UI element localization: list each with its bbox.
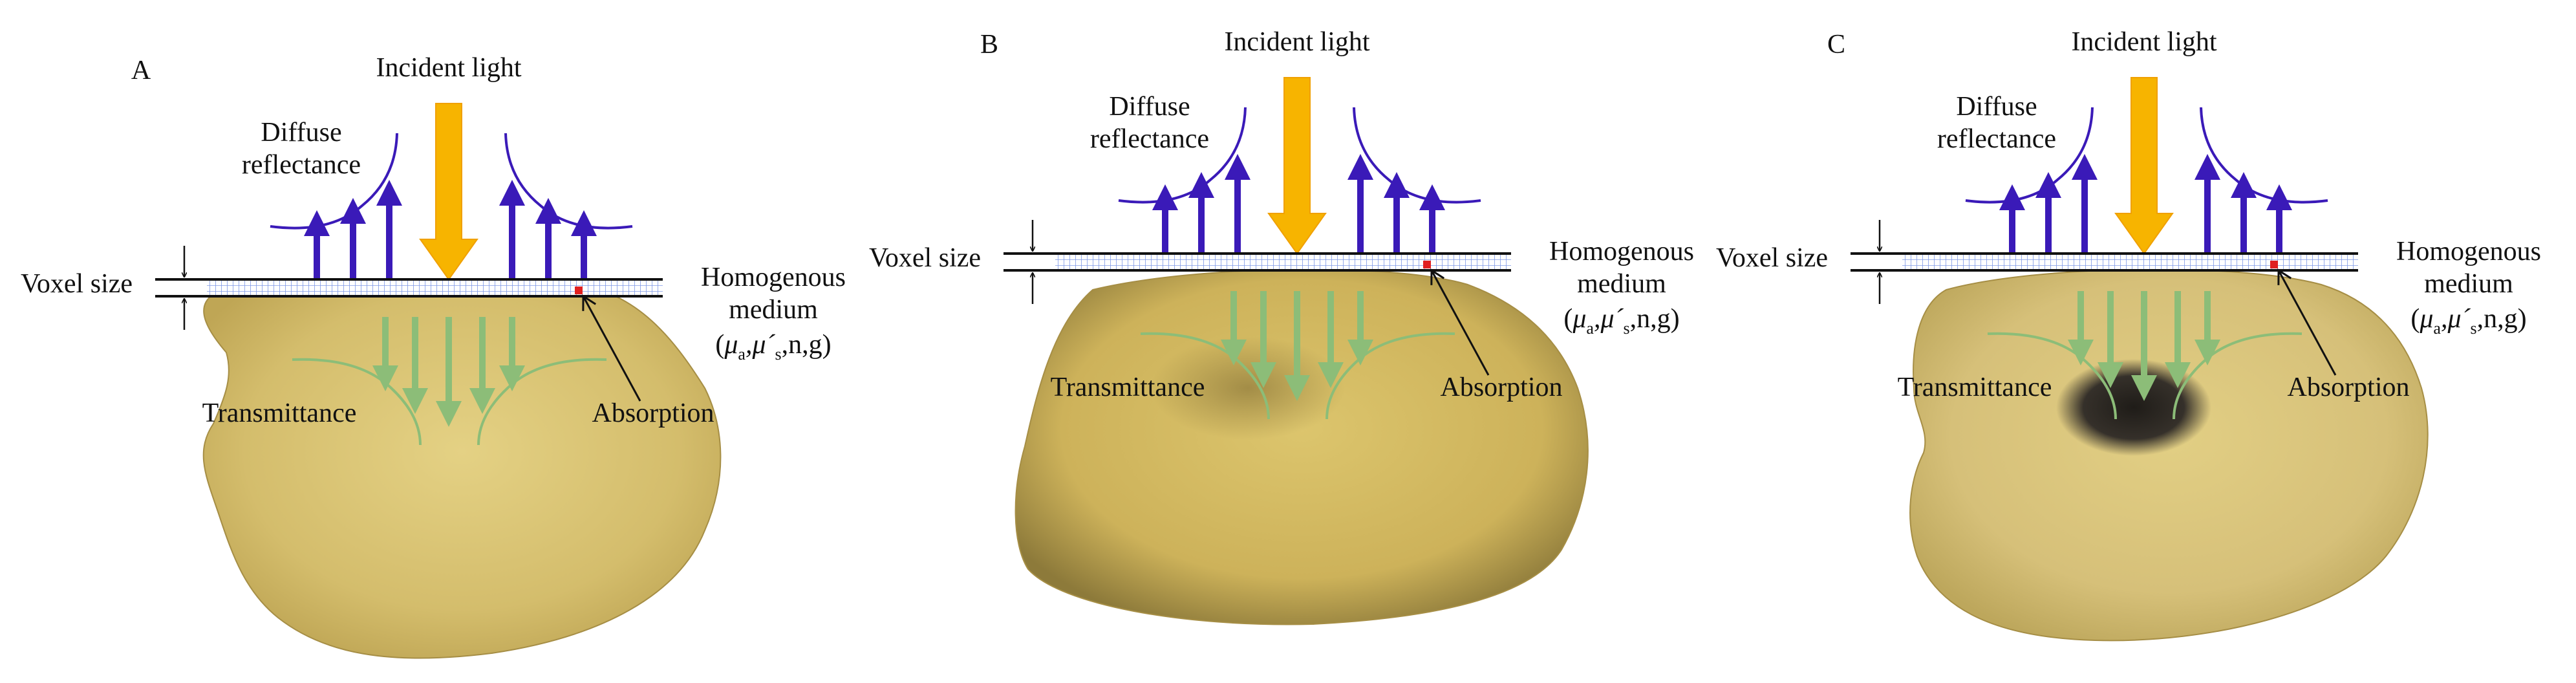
transmittance-label: Transmittance — [1898, 373, 2052, 402]
absorption-label: Absorption — [2288, 373, 2410, 402]
param-s: s — [775, 345, 782, 363]
diffuse-label-line2: reflectance — [1937, 124, 2056, 154]
reflectance-arc-right — [1353, 107, 1481, 204]
homogenous-label-line2: medium — [2424, 269, 2513, 299]
homogenous-label-line2: medium — [1577, 269, 1666, 299]
transmittance-label: Transmittance — [1051, 373, 1205, 402]
homogenous-label-line1: Homogenous — [2396, 237, 2541, 266]
param-a: a — [2433, 319, 2441, 338]
potato-group — [1014, 268, 1589, 625]
absorption-point — [575, 287, 583, 294]
param-open: ( — [715, 330, 724, 360]
potato-group — [1909, 268, 2429, 642]
voxel-size-label: Voxel size — [869, 243, 981, 273]
diffuse-label-line1: Diffuse — [1956, 92, 2037, 122]
reflectance-arc-right — [504, 133, 633, 230]
reflectance-arc-right — [2200, 107, 2328, 204]
transmittance-label: Transmittance — [202, 398, 357, 428]
medium-parameters: (μa,μ´s,n,g) — [715, 330, 831, 363]
incident-light-label: Incident light — [2071, 27, 2216, 57]
lesion — [2056, 359, 2211, 456]
diffuse-label-line1: Diffuse — [261, 118, 341, 147]
diffuse-label-line2: reflectance — [1090, 124, 1209, 154]
homogenous-label-line1: Homogenous — [701, 263, 846, 292]
incident-light-arrow — [2114, 77, 2174, 255]
param-tail: ,n,g) — [782, 330, 832, 360]
param-mu_s: ,μ´ — [746, 330, 776, 360]
voxel-size-label: Voxel size — [1716, 243, 1828, 273]
absorption-arrow — [1430, 268, 1490, 376]
absorption-point — [2270, 261, 2278, 268]
param-s: s — [1624, 319, 1630, 338]
potato-slice — [202, 281, 722, 659]
incident-light-label: Incident light — [376, 53, 521, 83]
param-mu_a: μ — [724, 330, 738, 360]
incident-light-arrow — [419, 103, 478, 281]
param-mu_s: ,μ´ — [2441, 304, 2471, 334]
param-open: ( — [1563, 304, 1572, 334]
absorption-label: Absorption — [592, 398, 714, 428]
param-tail: ,n,g) — [1630, 304, 1680, 334]
diffuse-label-line1: Diffuse — [1109, 92, 1190, 122]
incident-light-label: Incident light — [1224, 27, 1369, 57]
medium-parameters: (μa,μ´s,n,g) — [1563, 304, 1679, 338]
absorption-arrow — [2277, 268, 2337, 376]
homogenous-label-line2: medium — [729, 295, 818, 325]
panel-letter: B — [980, 30, 998, 60]
param-a: a — [1586, 319, 1594, 338]
param-a: a — [738, 345, 746, 363]
param-tail: ,n,g) — [2477, 304, 2527, 334]
param-s: s — [2471, 319, 2477, 338]
incident-light-arrow — [1267, 77, 1327, 255]
param-mu_a: μ — [2419, 304, 2433, 334]
absorption-arrow — [582, 294, 641, 402]
param-mu_a: μ — [1572, 304, 1586, 334]
medium-parameters: (μa,μ´s,n,g) — [2410, 304, 2526, 338]
absorption-point — [1423, 261, 1431, 268]
potato-slice — [1909, 268, 2429, 642]
absorption-label: Absorption — [1441, 373, 1563, 402]
potato-slice — [1014, 268, 1589, 625]
param-open: ( — [2410, 304, 2420, 334]
panel-letter: C — [1827, 30, 1845, 60]
param-mu_s: ,μ´ — [1594, 304, 1624, 334]
voxel-size-label: Voxel size — [21, 269, 133, 299]
panel-letter: A — [131, 56, 151, 85]
potato-group — [202, 281, 722, 659]
diffuse-label-line2: reflectance — [242, 150, 361, 180]
homogenous-label-line1: Homogenous — [1549, 237, 1694, 266]
